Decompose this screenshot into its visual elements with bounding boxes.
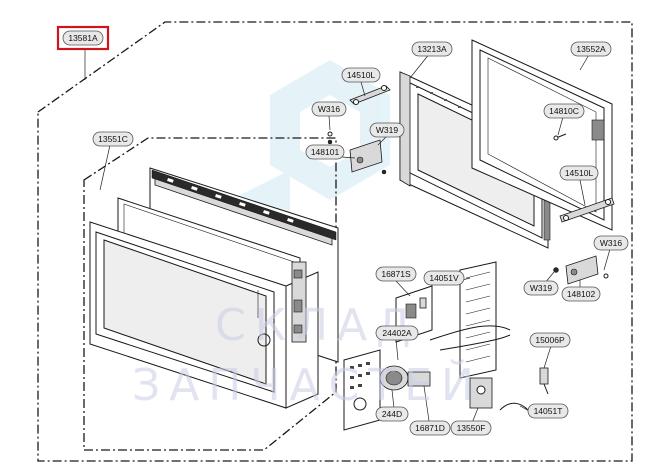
leader-lines [99, 52, 611, 429]
svg-text:148102: 148102 [567, 289, 596, 299]
svg-text:148101: 148101 [311, 147, 340, 157]
wire-harness [429, 325, 511, 351]
svg-text:W319: W319 [530, 283, 552, 293]
part-label-244D[interactable]: 244D [375, 406, 409, 422]
svg-text:244D: 244D [382, 409, 402, 419]
encoder-knob [379, 365, 431, 391]
svg-text:13551C: 13551C [98, 134, 128, 144]
door-assembly-boundary [83, 137, 337, 451]
svg-text:13550F: 13550F [457, 423, 486, 433]
sensor-15006P [539, 367, 549, 395]
part-label-13550F[interactable]: 13550F [450, 420, 492, 436]
svg-text:16871S: 16871S [381, 269, 411, 279]
hinge-bracket-148101 [327, 131, 387, 175]
svg-text:14510L: 14510L [565, 168, 594, 178]
part-label-W319-upper[interactable]: W319 [369, 122, 405, 138]
svg-text:W319: W319 [376, 125, 398, 135]
part-label-16871D[interactable]: 16871D [409, 420, 451, 436]
svg-text:16871D: 16871D [415, 423, 445, 433]
svg-text:24402A: 24402A [382, 328, 412, 338]
part-label-14510L-lower[interactable]: 14510L [559, 165, 599, 181]
assembly-boundary [37, 21, 633, 462]
svg-text:14051T: 14051T [534, 406, 563, 416]
part-label-14510L-upper[interactable]: 14510L [341, 67, 381, 83]
door-assembly [89, 167, 339, 409]
highlight-box [56, 25, 110, 51]
svg-text:W316: W316 [600, 238, 622, 248]
part-label-W319-lower[interactable]: W319 [523, 280, 559, 296]
part-label-15006P[interactable]: 15006P [529, 332, 571, 348]
svg-text:14510L: 14510L [347, 70, 376, 80]
part-label-W316-upper[interactable]: W316 [311, 101, 347, 117]
part-label-13213A[interactable]: 13213A [411, 41, 453, 57]
svg-text:14810C: 14810C [549, 106, 579, 116]
svg-text:13552A: 13552A [576, 44, 606, 54]
svg-text:14051V: 14051V [429, 273, 459, 283]
part-label-14810C[interactable]: 14810C [543, 103, 585, 119]
mesh-panel [459, 261, 497, 379]
hinge-bracket-148102 [553, 255, 609, 285]
watermark-line1: СКЛАД [215, 300, 420, 351]
part-label-13581A[interactable]: 13581A [62, 30, 104, 46]
svg-text:13213A: 13213A [417, 44, 447, 54]
part-label-14051V[interactable]: 14051V [423, 270, 465, 286]
svg-text:W316: W316 [318, 104, 340, 114]
svg-text:15006P: 15006P [535, 335, 565, 345]
latch-13550F [469, 377, 493, 409]
part-label-14051T[interactable]: 14051T [527, 403, 569, 419]
part-label-13552A[interactable]: 13552A [570, 41, 612, 57]
part-label-16871S[interactable]: 16871S [375, 266, 417, 282]
watermark-line2: ЗАПЧАСТЕЙ [132, 358, 483, 411]
part-label-24402A[interactable]: 24402A [375, 325, 419, 341]
part-label-13551C[interactable]: 13551C [92, 131, 134, 147]
hinge-pin-upper [349, 85, 391, 105]
hinge-pin-lower [559, 197, 615, 223]
part-label-W316-lower[interactable]: W316 [593, 235, 629, 251]
part-label-148102[interactable]: 148102 [561, 286, 601, 302]
svg-text:13581A: 13581A [68, 33, 98, 43]
part-label-148101[interactable]: 148101 [305, 144, 345, 160]
cable-14051T [499, 402, 529, 411]
screw-14810C [553, 133, 567, 141]
